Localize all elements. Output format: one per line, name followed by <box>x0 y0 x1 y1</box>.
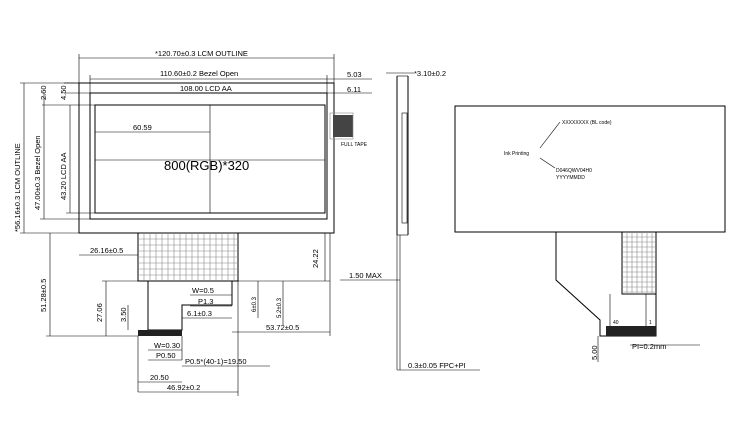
fpc-thickness-label: 0.3±0.05 FPC+PI <box>408 361 466 370</box>
pi-label: PI=0.2mm <box>632 342 666 351</box>
model-label: D046QWV04H0 <box>556 168 592 174</box>
dim-2706-label: 27.06 <box>95 303 104 322</box>
dim-503-label: 5.03 <box>347 70 362 79</box>
w05-label: W=0.5 <box>192 286 214 295</box>
side-view: *3.10±0.2 1.50 MAX 0.3±0.05 FPC+PI <box>340 69 480 371</box>
bezel-open-height-label: 47.00±0.3 Bezel Open <box>33 135 42 210</box>
back-view: XXXXXXXX (BL code) Ink Printing D046QWV0… <box>454 105 726 362</box>
dim-5372-label: 53.72±0.5 <box>266 323 299 332</box>
dim-6-label: 6±0.3 <box>252 296 258 312</box>
fpc-grid <box>137 232 239 282</box>
lcm-outline-height-label: *56.16±0.3 LCM OUTLINE <box>13 143 22 232</box>
bezel-open <box>89 92 328 220</box>
full-tape-pad <box>333 115 353 137</box>
pin1-label: 1 <box>649 320 652 326</box>
fpc-tail <box>147 281 233 331</box>
dim-2616-label: 26.16±0.5 <box>90 246 123 255</box>
lcd-aa-width-label: 108.00 LCD AA <box>180 84 232 93</box>
dim-611-label: 6.11 <box>347 85 361 94</box>
thickness-label: *3.10±0.2 <box>414 69 446 78</box>
back-outline <box>454 105 726 233</box>
dim-52-label: 5.2±0.3 <box>277 297 283 318</box>
dim-450-label: 4.50 <box>59 85 68 100</box>
fpc-contact-pads <box>138 330 182 336</box>
front-view: *120.70±0.3 LCM OUTLINE 110.60±0.2 Bezel… <box>13 49 372 396</box>
bezel-open-width-label: 110.60±0.2 Bezel Open <box>160 69 238 78</box>
ink-printing-label: Ink Printing <box>504 151 529 157</box>
back-fpc-grid <box>621 231 657 295</box>
back-contact-pads <box>606 326 656 336</box>
w030-label: W=0.30 <box>154 341 180 350</box>
max-label: 1.50 MAX <box>349 271 382 280</box>
dim-350-label: 3.50 <box>119 307 128 322</box>
dim-61-label: 6.1±0.3 <box>187 309 212 318</box>
dim-2050-label: 20.50 <box>150 373 169 382</box>
resolution-label: 800(RGB)*320 <box>164 158 249 173</box>
dim-6059-label: 60.59 <box>133 123 152 132</box>
dim-500-label: 5.00 <box>590 345 599 360</box>
pitch-label: P0.5*(40-1)=19.50 <box>185 357 247 366</box>
dim-4692-label: 46.92±0.2 <box>167 383 200 392</box>
full-tape-label: FULL TAPE <box>341 142 368 148</box>
p050-label: P0.50 <box>156 351 176 360</box>
bl-code-label: XXXXXXXX (BL code) <box>562 120 612 126</box>
date-label: YYYYMMDD <box>556 175 585 181</box>
lcd-aa-height-label: 43.20 LCD AA <box>59 152 68 200</box>
pin40-label: 40 <box>613 320 619 326</box>
dim-260-label: 2.60 <box>39 85 48 100</box>
lcm-outline-width-label: *120.70±0.3 LCM OUTLINE <box>155 49 248 58</box>
p13-label: P1.3 <box>198 297 213 306</box>
back-fpc-tail <box>555 232 657 337</box>
dim-5128-label: 51.28±0.5 <box>39 279 48 312</box>
dim-2422-label: 24.22 <box>311 249 320 268</box>
